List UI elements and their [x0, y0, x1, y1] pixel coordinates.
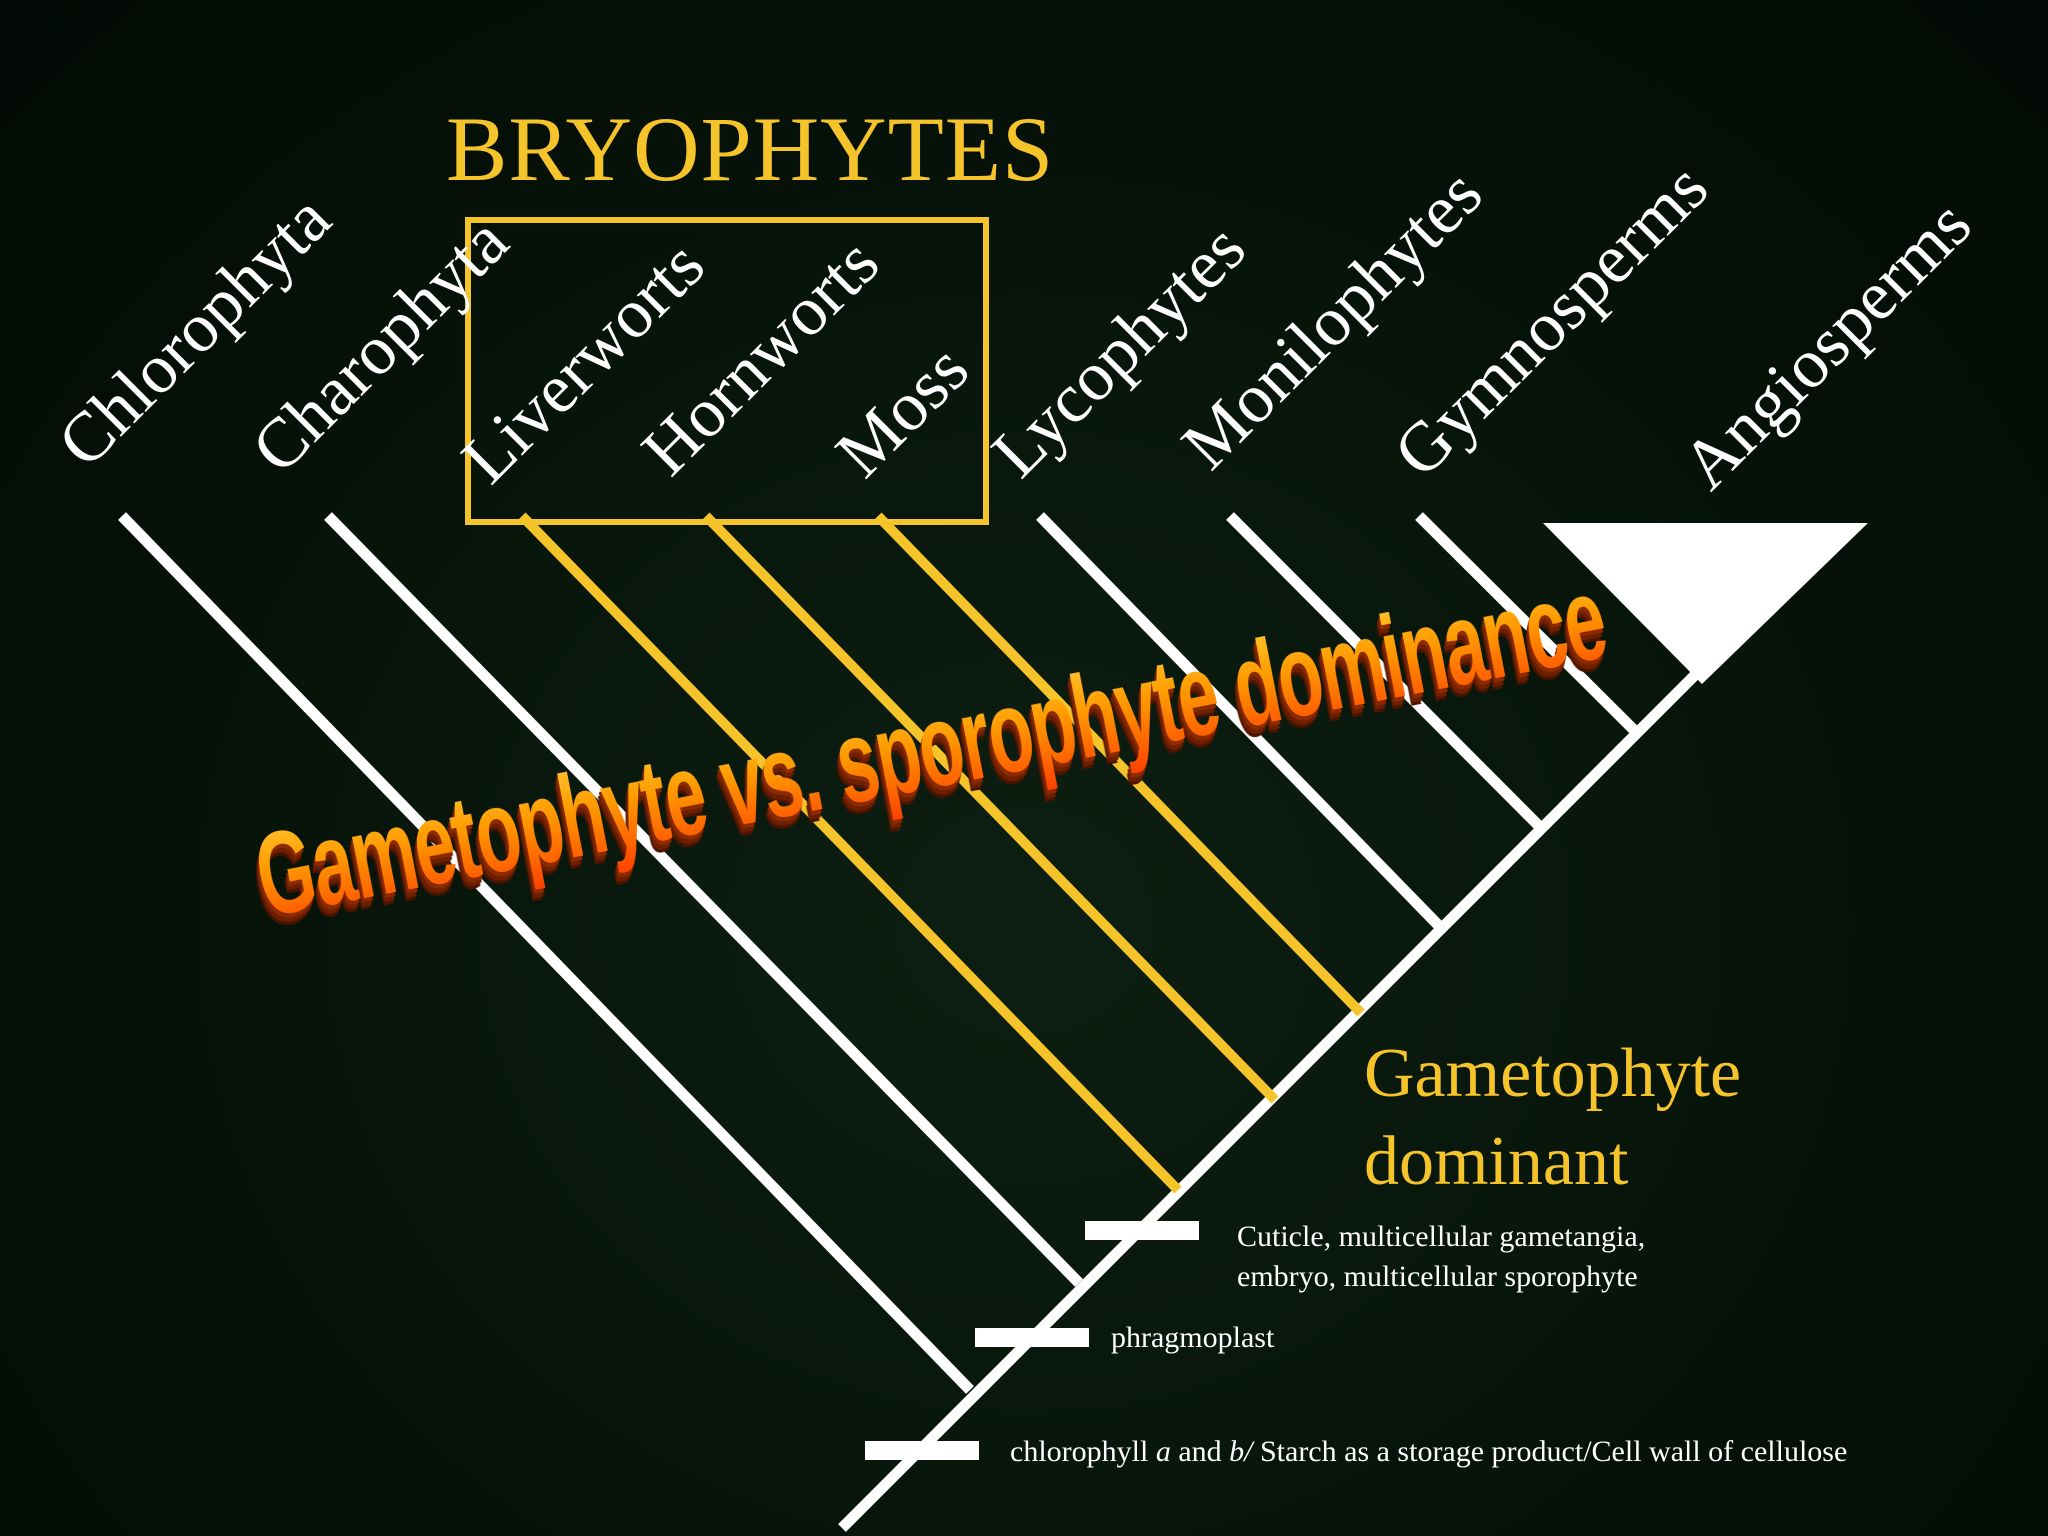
cuticle-note-line2: embryo, multicellular sporophyte: [1237, 1260, 1638, 1293]
chlorophyll-note-part1: chlorophyll: [1010, 1435, 1156, 1468]
tick-chlorophyll: [865, 1441, 979, 1460]
bryophytes-title: BRYOPHYTES: [446, 98, 1055, 200]
bryophytes-box: [465, 217, 989, 525]
cuticle-note-line1: Cuticle, multicellular gametangia,: [1237, 1220, 1646, 1253]
branch-charophyta: [324, 512, 1083, 1287]
angiosperm-clade-triangle: [1543, 523, 1868, 684]
branch-chlorophyta: [118, 512, 974, 1394]
branch-moss: [874, 512, 1365, 1017]
chlorophyll-note-a: a: [1155, 1435, 1171, 1468]
chlorophyll-note-part3: Starch as a storage product/Cell wall of…: [1252, 1435, 1848, 1468]
branch-monilophytes: [1226, 512, 1545, 832]
branch-gymnosperms: [1415, 512, 1641, 737]
branch-hornworts: [702, 512, 1279, 1104]
gametophyte-dominant-line1: Gametophyte: [1364, 1035, 1742, 1112]
gametophyte-dominant-line2: dominant: [1364, 1123, 1629, 1200]
tick-phragmoplast: [975, 1328, 1089, 1347]
chlorophyll-note-b: b/: [1229, 1435, 1253, 1468]
chlorophyll-note: chlorophyll a and b/ Starch as a storage…: [1010, 1432, 1847, 1472]
cuticle-note: Cuticle, multicellular gametangia, embry…: [1237, 1217, 1645, 1297]
chlorophyll-note-part2: and: [1170, 1435, 1230, 1468]
branch-lycophytes: [1036, 512, 1446, 933]
phragmoplast-note: phragmoplast: [1111, 1321, 1275, 1354]
tick-cuticle: [1085, 1221, 1199, 1240]
gametophyte-dominant-label: Gametophyte dominant: [1364, 1030, 1741, 1206]
branch-liverworts: [518, 512, 1182, 1194]
